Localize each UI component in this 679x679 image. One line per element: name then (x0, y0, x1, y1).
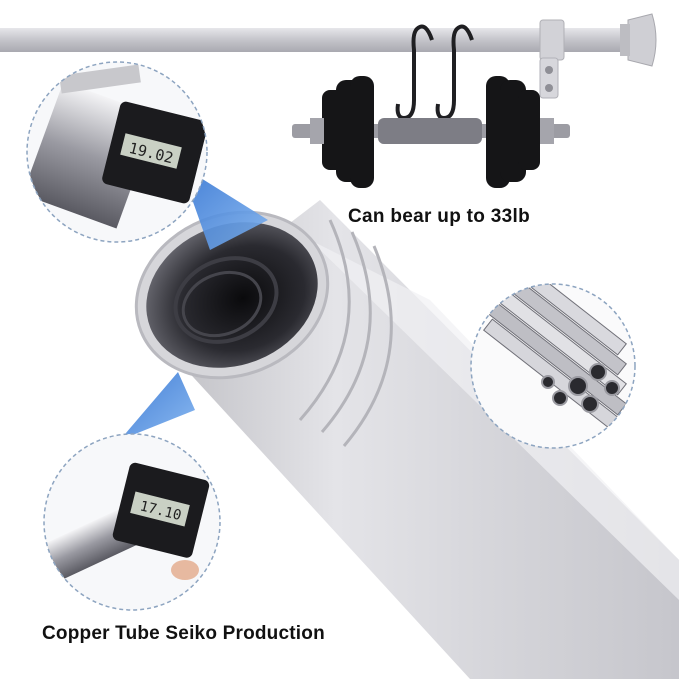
zoom-circle-inner-diameter: 17.10 (43, 433, 221, 611)
zoom-circle-outer-diameter: 19.02 (26, 61, 208, 243)
callout-pointer-top (180, 165, 268, 250)
wall-bracket (539, 57, 559, 99)
curtain-rod (0, 13, 657, 67)
callout-pointer-bottom (120, 372, 195, 440)
material-caption: Copper Tube Seiko Production (42, 623, 325, 644)
s-hooks (395, 24, 474, 121)
zoom-circle-tube-bundle (470, 283, 636, 449)
load-capacity-caption: Can bear up to 33lb (348, 206, 531, 227)
dumbbell (292, 76, 570, 188)
